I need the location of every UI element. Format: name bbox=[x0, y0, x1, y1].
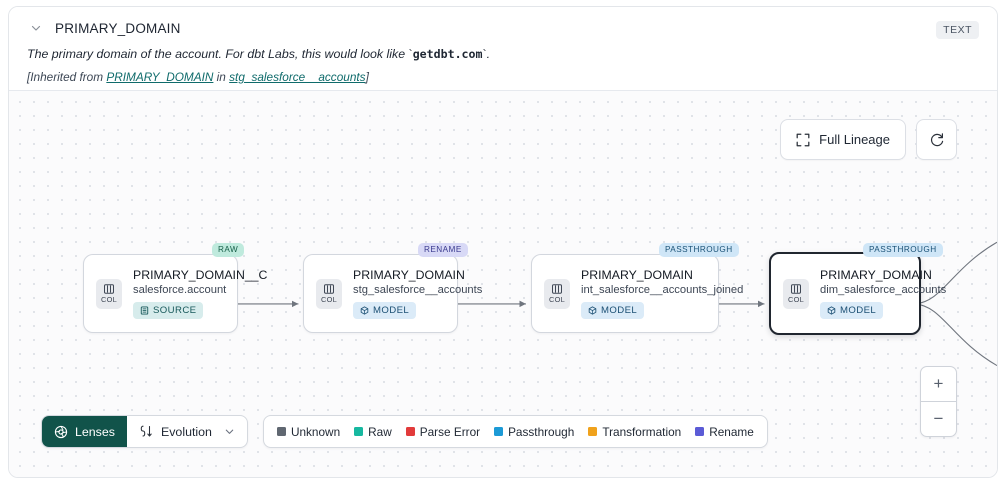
legend-item: Unknown bbox=[276, 424, 341, 439]
evolution-label: Evolution bbox=[160, 424, 212, 439]
node-tag-passthrough: PASSTHROUGH bbox=[659, 243, 739, 258]
chevron-down-icon bbox=[224, 426, 235, 437]
node-subtitle: stg_salesforce__accounts bbox=[353, 284, 483, 297]
node-type-badge: MODEL bbox=[820, 302, 884, 319]
legend-label: Transformation bbox=[602, 424, 682, 439]
legend-swatch bbox=[494, 427, 504, 436]
legend-item: Rename bbox=[695, 425, 754, 439]
node-subtitle: int_salesforce__accounts_joined bbox=[581, 284, 744, 297]
model-icon bbox=[360, 306, 369, 315]
node-title: PRIMARY_DOMAIN bbox=[353, 267, 465, 282]
lineage-node-dim-salesforce-accounts[interactable]: COL PRIMARY_DOMAIN dim_salesforce_accoun… bbox=[769, 252, 946, 335]
zoom-controls: + − bbox=[920, 366, 957, 437]
model-icon bbox=[827, 306, 836, 315]
lineage-legend: Unknown Raw Parse Error Passthrough Tran… bbox=[262, 415, 768, 448]
legend-swatch bbox=[405, 427, 415, 436]
full-lineage-label: Full Lineage bbox=[819, 132, 890, 147]
column-type-badge: TEXT bbox=[936, 21, 979, 39]
legend-swatch bbox=[695, 427, 705, 436]
legend-swatch bbox=[588, 427, 598, 436]
node-subtitle: salesforce.account bbox=[133, 284, 227, 297]
legend-item: Passthrough bbox=[494, 425, 574, 439]
canvas-bottom-bar: Lenses Evolution Unknown Raw Parse Error… bbox=[41, 415, 768, 448]
source-icon bbox=[140, 306, 149, 315]
inherited-model-link[interactable]: stg_salesforce__accounts bbox=[229, 70, 366, 85]
legend-label: Unknown bbox=[290, 424, 341, 439]
zoom-out-button[interactable]: − bbox=[933, 409, 944, 428]
node-subtitle: dim_salesforce_accounts bbox=[820, 284, 947, 297]
lineage-canvas[interactable]: Full Lineage RAW COL PRIMARY_DOMAIN__C bbox=[9, 91, 997, 477]
refresh-icon bbox=[929, 132, 945, 148]
inherit-suffix: ] bbox=[365, 70, 369, 85]
col-chip-label: COL bbox=[100, 295, 118, 305]
node-title: PRIMARY_DOMAIN bbox=[820, 267, 932, 282]
lenses-button[interactable]: Lenses bbox=[42, 416, 127, 447]
node-title: PRIMARY_DOMAIN bbox=[581, 267, 693, 282]
legend-item: Parse Error bbox=[405, 424, 481, 439]
node-type-badge: SOURCE bbox=[133, 302, 204, 319]
lenses-label: Lenses bbox=[75, 424, 115, 439]
col-icon: COL bbox=[783, 278, 809, 309]
lens-control-group: Lenses Evolution bbox=[41, 415, 248, 448]
aperture-icon bbox=[54, 425, 68, 439]
node-title: PRIMARY_DOMAIN__C bbox=[133, 267, 268, 282]
lineage-node-stg-salesforce-accounts[interactable]: COL PRIMARY_DOMAIN stg_salesforce__accou… bbox=[303, 254, 482, 333]
refresh-button[interactable] bbox=[916, 119, 957, 160]
node-type-label: MODEL bbox=[840, 305, 877, 316]
legend-item: Transformation bbox=[588, 425, 681, 439]
lineage-node-int-salesforce-accounts-joined[interactable]: COL PRIMARY_DOMAIN int_salesforce__accou… bbox=[531, 254, 743, 333]
description-suffix: . bbox=[486, 47, 491, 61]
description-text: The primary domain of the account. For d… bbox=[27, 47, 409, 61]
inherited-column-link[interactable]: PRIMARY_DOMAIN bbox=[106, 70, 214, 85]
evolution-icon bbox=[139, 424, 154, 439]
node-tag-passthrough: PASSTHROUGH bbox=[863, 243, 943, 258]
legend-label: Parse Error bbox=[419, 424, 481, 439]
legend-item: Raw bbox=[354, 425, 392, 439]
column-detail-header: PRIMARY_DOMAIN TEXT The primary domain o… bbox=[9, 7, 997, 91]
inherit-prefix: [Inherited from bbox=[27, 70, 107, 85]
col-icon: COL bbox=[96, 278, 122, 309]
legend-swatch bbox=[354, 427, 364, 436]
node-tag-raw: RAW bbox=[212, 243, 245, 258]
lineage-node-salesforce-account[interactable]: COL PRIMARY_DOMAIN__C salesforce.account… bbox=[83, 254, 267, 333]
node-type-label: MODEL bbox=[373, 305, 410, 316]
col-chip-label: COL bbox=[320, 295, 338, 305]
expand-icon bbox=[796, 133, 810, 147]
column-description: The primary domain of the account. For d… bbox=[27, 47, 491, 61]
evolution-dropdown[interactable]: Evolution bbox=[127, 416, 247, 447]
node-type-label: SOURCE bbox=[153, 305, 197, 316]
col-chip-label: COL bbox=[548, 295, 566, 305]
col-icon: COL bbox=[316, 278, 342, 309]
description-code: getdbt.com bbox=[412, 47, 483, 61]
legend-label: Rename bbox=[709, 424, 754, 439]
node-tag-rename: RENAME bbox=[418, 243, 468, 258]
column-lineage-panel: PRIMARY_DOMAIN TEXT The primary domain o… bbox=[8, 6, 998, 478]
node-type-badge: MODEL bbox=[581, 302, 645, 319]
legend-label: Passthrough bbox=[508, 424, 575, 439]
inherit-middle: in bbox=[213, 70, 230, 85]
full-lineage-button[interactable]: Full Lineage bbox=[780, 119, 906, 160]
canvas-toolbar: Full Lineage bbox=[780, 119, 957, 160]
legend-swatch bbox=[276, 427, 286, 436]
inherited-from-note: [Inherited from PRIMARY_DOMAIN in stg_sa… bbox=[27, 70, 979, 84]
zoom-in-button[interactable]: + bbox=[921, 367, 956, 402]
legend-label: Raw bbox=[368, 424, 392, 439]
col-chip-label: COL bbox=[787, 295, 805, 305]
node-type-badge: MODEL bbox=[353, 302, 417, 319]
chevron-down-icon[interactable] bbox=[27, 19, 45, 37]
col-icon: COL bbox=[544, 278, 570, 309]
page-title: PRIMARY_DOMAIN bbox=[55, 20, 181, 36]
model-icon bbox=[588, 306, 597, 315]
node-type-label: MODEL bbox=[601, 305, 638, 316]
